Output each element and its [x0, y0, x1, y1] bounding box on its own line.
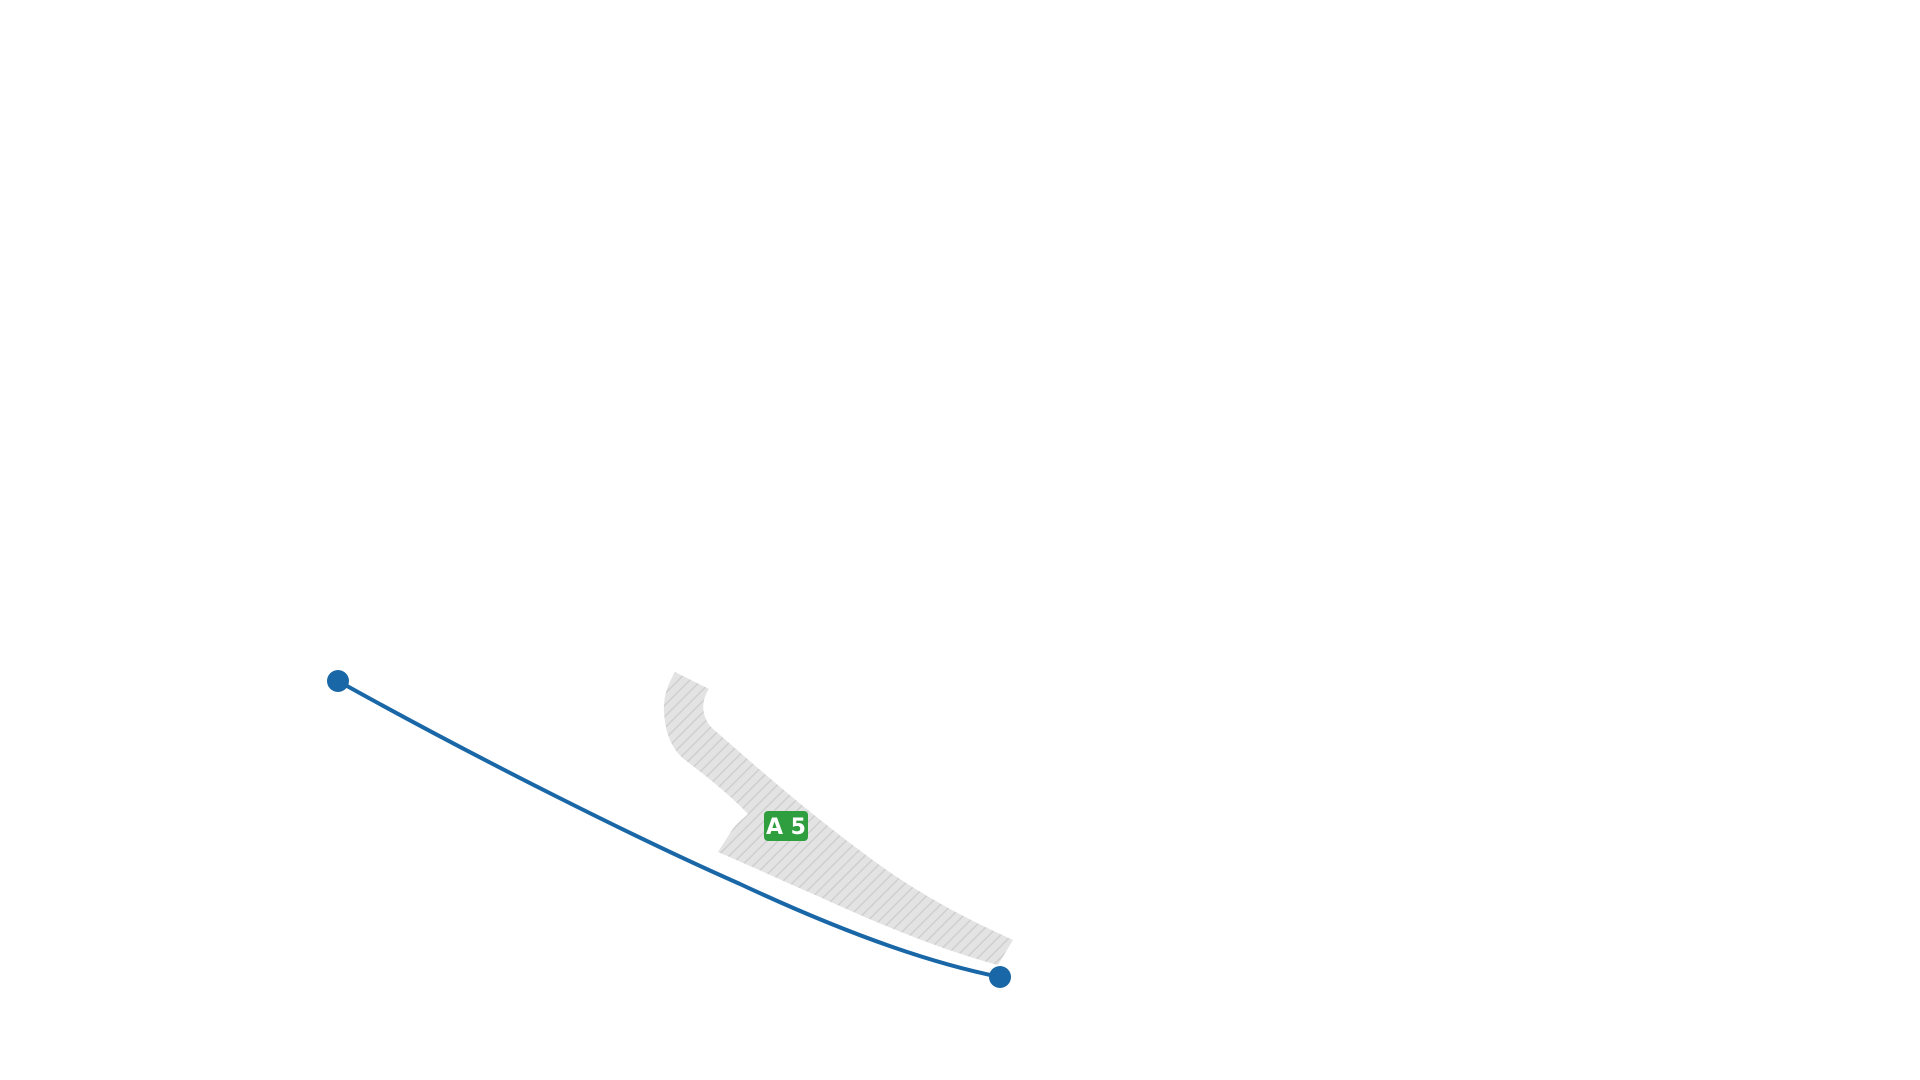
route-start-marker[interactable]	[327, 670, 349, 692]
road-badge-background	[764, 811, 808, 841]
route-end-marker[interactable]	[989, 966, 1011, 988]
route-line[interactable]	[336, 679, 1002, 979]
hatched-area	[663, 672, 1013, 965]
road-badge-label: A 5	[766, 815, 806, 840]
road-badge-a5: A 5	[764, 811, 808, 841]
